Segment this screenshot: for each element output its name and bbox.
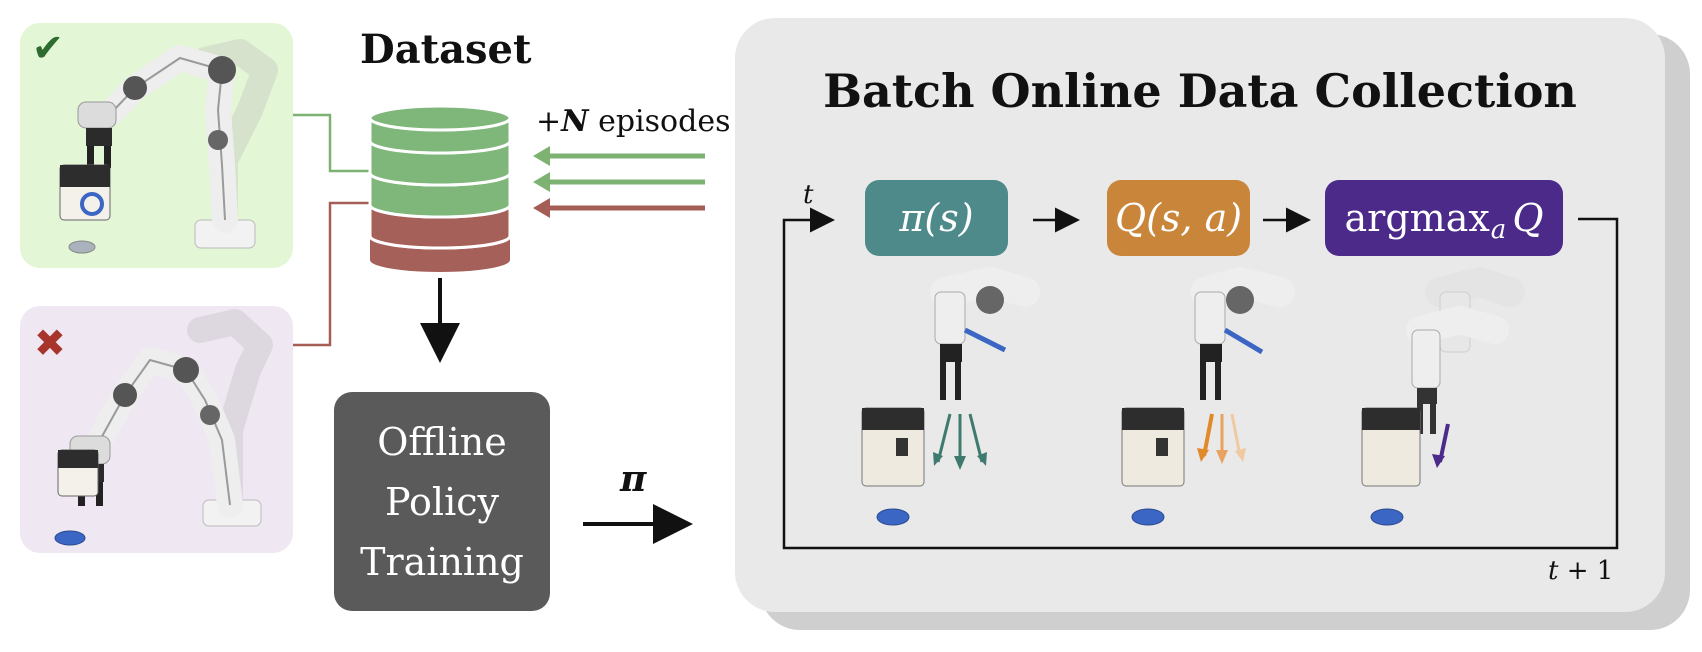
- training-line-2: Policy: [385, 479, 499, 524]
- dataset-title: Dataset: [360, 26, 532, 73]
- success-check-icon: ✔: [32, 26, 64, 70]
- robot-scene-qvalue-icon: [1121, 266, 1295, 526]
- robot-arm-failure-icon: [54, 309, 273, 546]
- training-line-3: Training: [360, 539, 524, 584]
- policy-step-box: π(s): [865, 180, 1008, 256]
- policy-step-label: π(s): [899, 196, 974, 240]
- robot-arm-success-icon: [59, 39, 278, 254]
- new-episode-arrows: [533, 146, 705, 218]
- new-episodes-label: +N episodes: [536, 104, 730, 139]
- argmax-q: Q: [1512, 196, 1544, 240]
- timestep-t-label: t: [803, 180, 814, 210]
- failure-cross-icon: ✖: [34, 321, 66, 365]
- argmax-word: argmax: [1344, 196, 1490, 240]
- dataset-database-icon: [368, 104, 512, 272]
- t1-rest: + 1: [1558, 556, 1614, 586]
- policy-arrow-label: π: [620, 458, 647, 500]
- collection-loop-lines: [782, 207, 1619, 550]
- t1-italic: t: [1548, 556, 1559, 586]
- batch-collection-title: Batch Online Data Collection: [823, 64, 1577, 118]
- argmax-subscript: a: [1490, 215, 1507, 245]
- success-connector-line: [293, 113, 372, 173]
- offline-policy-training-box: Offline Policy Training: [334, 392, 550, 611]
- episodes-word: episodes: [588, 104, 731, 139]
- training-line-1: Offline: [377, 419, 507, 464]
- qvalue-step-label: Q(s, a): [1114, 196, 1243, 240]
- timestep-t-plus-1-label: t + 1: [1548, 556, 1613, 586]
- episodes-count-n: N: [561, 104, 589, 139]
- failure-connector-line: [293, 201, 372, 347]
- robot-scene-argmax-icon: [1361, 266, 1525, 526]
- episodes-plus: +: [536, 104, 562, 139]
- qvalue-step-box: Q(s, a): [1107, 180, 1250, 256]
- robot-scene-policy-icon: [861, 266, 1040, 526]
